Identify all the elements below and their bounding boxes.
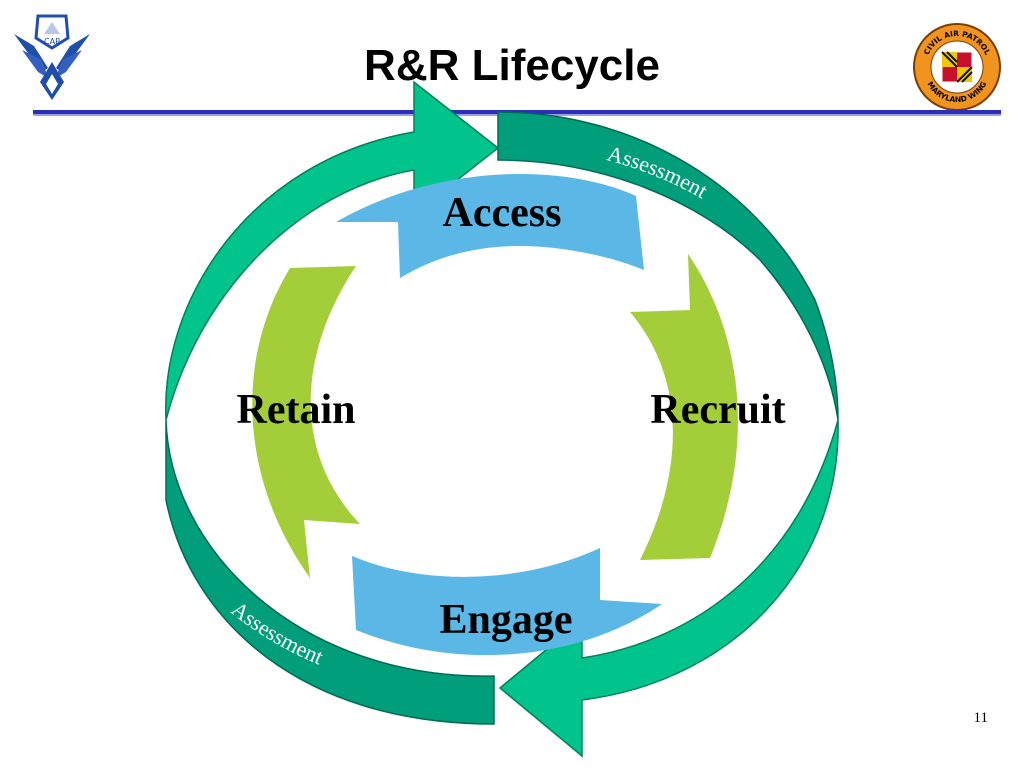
maryland-flag-icon — [941, 51, 973, 83]
recruit-segment — [630, 254, 738, 560]
access-segment — [336, 174, 644, 278]
wings-icon — [14, 34, 90, 100]
retain-segment — [252, 266, 360, 578]
cap-logo-text: CAP — [44, 37, 60, 46]
cycle-arrow-upper — [165, 80, 500, 421]
access-label: Access — [443, 190, 562, 236]
recruit-label: Recruit — [650, 387, 785, 433]
engage-segment — [352, 548, 662, 656]
cap-wings-logo: CAP — [14, 14, 90, 100]
retain-label: Retain — [237, 387, 356, 433]
page-number: 11 — [973, 710, 988, 726]
assessment-band-lower — [165, 419, 495, 725]
cycle-arrow-lower — [498, 419, 839, 758]
engage-label: Engage — [439, 597, 572, 643]
maryland-wing-seal: CIVIL AIR PATROL MARYLAND WING — [913, 23, 1001, 111]
